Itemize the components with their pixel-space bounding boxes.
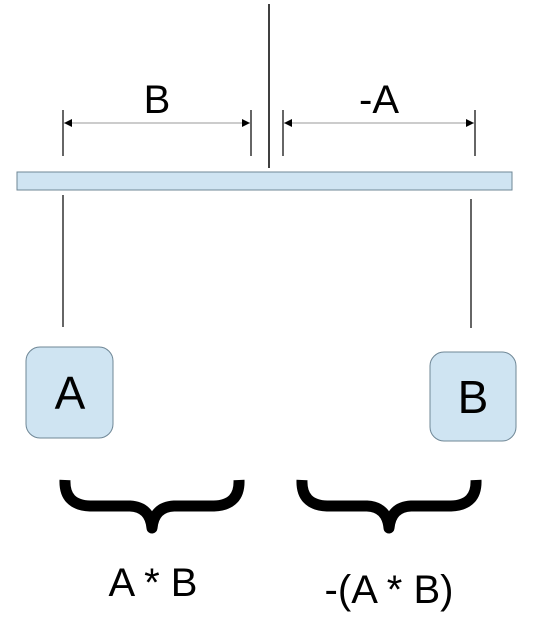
- left-dim-label: B: [144, 78, 171, 122]
- lever-bar: [16, 171, 513, 191]
- weight-box-b: [429, 351, 517, 442]
- right-dim-label: -A: [359, 78, 399, 122]
- left-result-label: A * B: [109, 561, 198, 605]
- weight-box-b-label: B: [458, 371, 489, 423]
- right-brace: [296, 479, 482, 534]
- right-result-label: -(A * B): [325, 568, 454, 612]
- left-brace: [59, 479, 245, 534]
- weight-box-a-label: A: [55, 367, 86, 419]
- weight-box-a: [25, 346, 114, 439]
